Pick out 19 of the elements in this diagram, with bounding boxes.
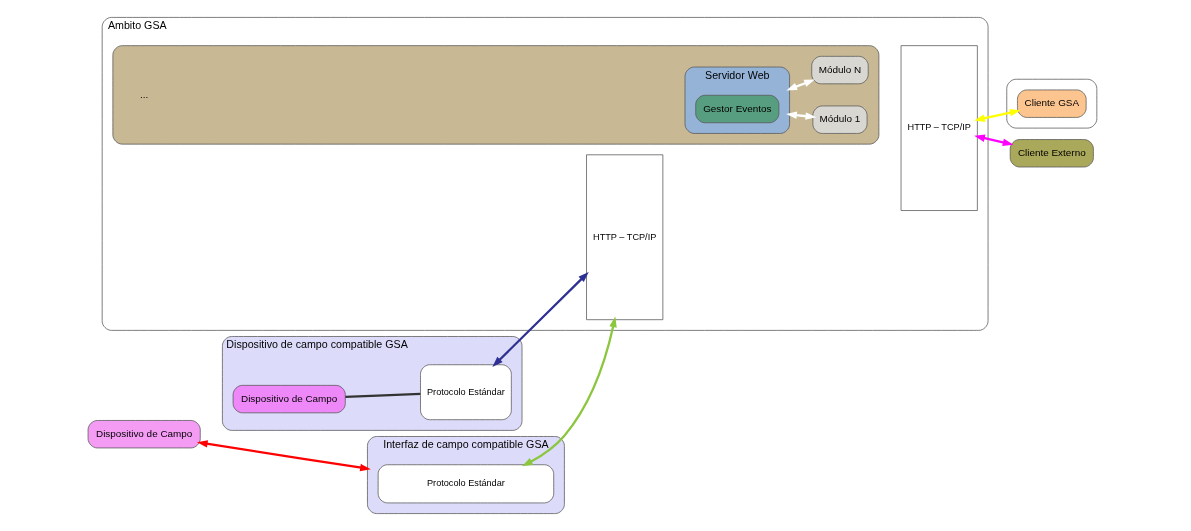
arrow xyxy=(974,109,1021,122)
cluster xyxy=(112,45,880,145)
arrow xyxy=(522,316,617,467)
node-box: HTTP – TCP/IP xyxy=(900,45,978,211)
node-box: Protocolo Estándar xyxy=(420,364,512,421)
node-box: Cliente Externo xyxy=(1009,139,1094,168)
label: ... xyxy=(140,88,149,100)
node-box: Protocolo Estándar xyxy=(377,464,555,504)
node-box: Dispositivo de Campo xyxy=(232,384,346,414)
arrow xyxy=(974,134,1014,147)
connector xyxy=(345,392,421,399)
node-box: Gestor Eventos xyxy=(695,94,780,124)
arrow xyxy=(196,440,371,472)
node-box: Módulo 1 xyxy=(812,105,868,134)
node-box: Módulo N xyxy=(811,55,869,85)
node-box: Cliente GSA xyxy=(1017,89,1087,118)
node-box: Dispositivo de Campo xyxy=(87,420,201,449)
node-box: HTTP – TCP/IP xyxy=(586,154,664,321)
arrow xyxy=(492,271,589,367)
